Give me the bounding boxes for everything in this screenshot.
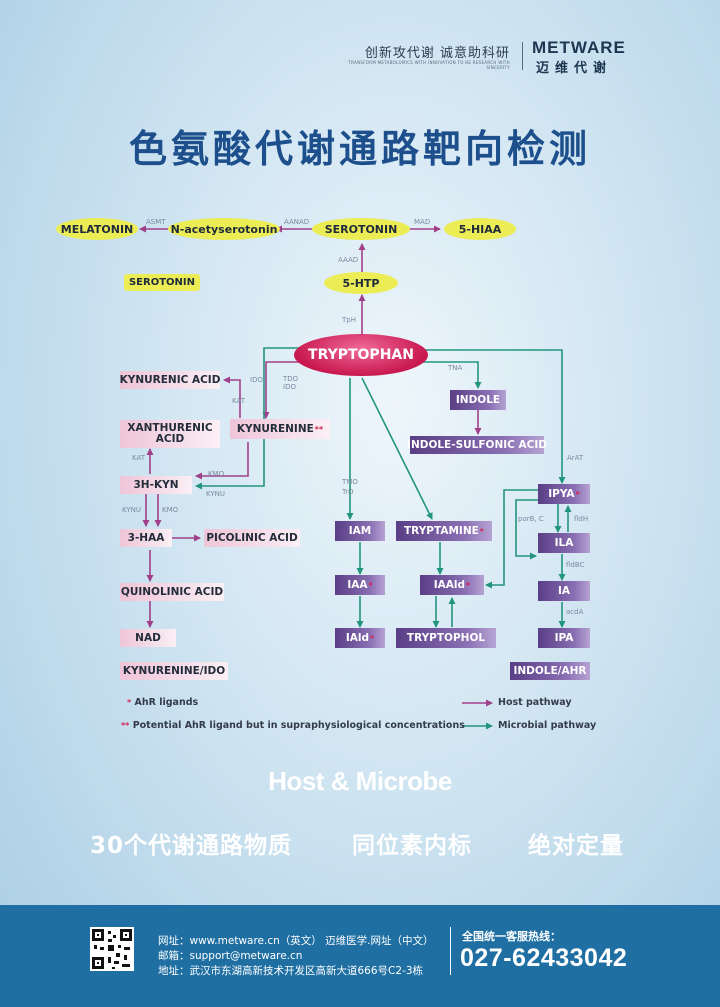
qr-code-icon[interactable] [90,927,134,971]
node-xanthurenic-acid: XANTHURENIC ACID [120,420,220,448]
page-title: 色氨酸代谢通路靶向检测 [128,127,591,171]
enzyme-tna: TNA [448,364,463,372]
ahr-marker: * [368,580,373,590]
enzyme-fldbc: fldBC [566,561,585,569]
node-iald-label: IAld [345,632,369,644]
enzyme-aanad: AANAD [284,218,310,226]
arrow-tryptophan-to-ipya [420,349,566,484]
footer-email[interactable]: 邮箱：support@metware.cn [158,950,303,962]
enzyme-asmt: ASMT [146,218,166,226]
enzyme-tmo: TMO [342,478,358,486]
node-kynurenine-ido: KYNURENINE/IDO [120,662,228,680]
node-ila: ILA [538,533,590,553]
arrow-tryptophan-to-indole [420,361,482,389]
enzyme-kmo: KMO [208,470,225,478]
arrow-tryptophan-to-3hkyn-microbial [195,347,300,490]
node-picolinic-acid: PICOLINIC ACID [204,529,300,547]
ahr-marker: * [479,526,484,536]
legend-serotonin-label: SEROTONIN [124,274,200,291]
feature-absolute-quant: 绝对定量 [528,833,624,859]
enzyme-fldh: fldH [574,515,589,523]
feature-metabolites: 30个代谢通路物质 [90,833,293,859]
node-tryptophan: TRYPTOPHAN [294,334,428,376]
legend-potential-ahr: ** Potential AhR ligand but in supraphys… [120,720,465,731]
enzyme-ido-2: IDO [283,383,296,391]
enzyme-tph: TpH [342,316,356,324]
node-ipya-label: IPYA [548,488,575,500]
node-ipya: IPYA* [538,484,590,504]
potential-ahr-marker: ** [314,424,324,434]
node-serotonin: SEROTONIN [312,218,410,240]
node-quinolinic-acid: QUINOLINIC ACID [120,583,224,601]
node-tryptophol: TRYPTOPHOL [396,628,496,648]
enzyme-kat-2: KAT [132,454,145,462]
enzyme-acda: acdA [566,608,584,616]
footer-website[interactable]: 网址：www.metware.cn（英文） 迈维医学.网址（中文） [158,935,434,947]
node-iaa-label: IAA [347,579,368,591]
node-indole-sulfonic-acid: INDOLE-SULFONIC ACID [407,436,547,454]
arrow-kynurenine-to-3hkyn [195,442,249,480]
node-melatonin: MELATONIN [56,218,138,240]
node-nad: NAD [120,629,176,647]
brand-logo: METWARE [532,38,626,57]
ahr-marker: * [466,580,471,590]
node-tryptamine: TRYPTAMINE* [396,521,492,541]
node-5-htp: 5-HTP [324,272,398,294]
arrow-tryptophan-to-tryptamine [361,377,433,520]
arrow-ipya-to-iaald [485,489,538,589]
arrow-tryptophan-to-kynurenine [262,361,300,419]
node-iaald-label: IAAld [433,579,466,591]
slogan-subtitle: TRANSFORM METABOLOMICS WITH INNOVATION T… [348,60,510,70]
arrow-ipya-to-ila-porbc [515,499,538,560]
node-n-acetylserotonin: N-acetyserotonin [168,218,280,240]
brand-name-cn: 迈维代谢 [536,61,613,76]
node-3h-kyn: 3H-KYN [120,476,192,494]
node-indole-ahr: INDOLE/AHR [510,662,590,680]
node-iaald: IAAld* [420,575,484,595]
node-iaa: IAA* [335,575,385,595]
node-kynurenine: KYNURENINE** [230,419,330,439]
ahr-marker: * [369,633,375,643]
enzyme-kmo-2: KMO [162,506,179,514]
legend-host-pathway: Host pathway [498,697,572,708]
legend-ahr-label: AhR ligands [134,697,199,708]
enzyme-porbc: porB, C [518,515,544,523]
node-3-haa: 3-HAA [120,529,172,547]
node-kynurenic-acid: KYNURENIC ACID [120,371,220,389]
footer-address: 地址：武汉市东湖高新技术开发区高新大道666号C2-3栋 [158,965,424,977]
node-kynurenine-label: KYNURENINE [236,423,314,435]
enzyme-kynu-2: KYNU [122,506,141,514]
arrow-kynurenine-to-kynurenic [223,376,241,418]
legend-potential-label: Potential AhR ligand but in supraphysiol… [132,720,465,731]
footer-divider [450,927,451,975]
legend-ahr-marker: * [127,698,132,707]
enzyme-aaad: AAAD [338,256,359,264]
hotline-label: 全国统一客服热线： [462,930,561,943]
node-ia: IA [538,581,590,601]
hotline-number[interactable]: 027-62433042 [460,944,628,972]
enzyme-kat: KAT [232,397,245,405]
slogan: 创新攻代谢 诚意助科研 [364,46,510,61]
node-iald: IAld* [335,628,385,648]
node-indole: INDOLE [450,390,506,410]
enzyme-arat: ArAT [567,454,584,462]
tagline: Host & Microbe [268,766,452,796]
node-ipa: IPA [538,628,590,648]
enzyme-tdo: TDO [283,375,299,383]
legend-ahr-ligands: * AhR ligands [126,697,198,708]
enzyme-ido: IDO [250,376,263,384]
legend-microbial-pathway: Microbial pathway [498,720,597,731]
enzyme-mad: MAD [414,218,431,226]
legend-potential-marker: ** [121,721,130,730]
node-5-hiaa: 5-HIAA [444,218,516,240]
enzyme-trd: TrD [342,488,354,496]
ahr-marker: * [575,489,580,499]
node-tryptamine-label: TRYPTAMINE [404,525,479,537]
feature-isotope-standard: 同位素内标 [352,833,472,859]
enzyme-kynu: KYNU [206,490,225,498]
brand-divider [522,42,523,70]
node-iam: IAM [335,521,385,541]
